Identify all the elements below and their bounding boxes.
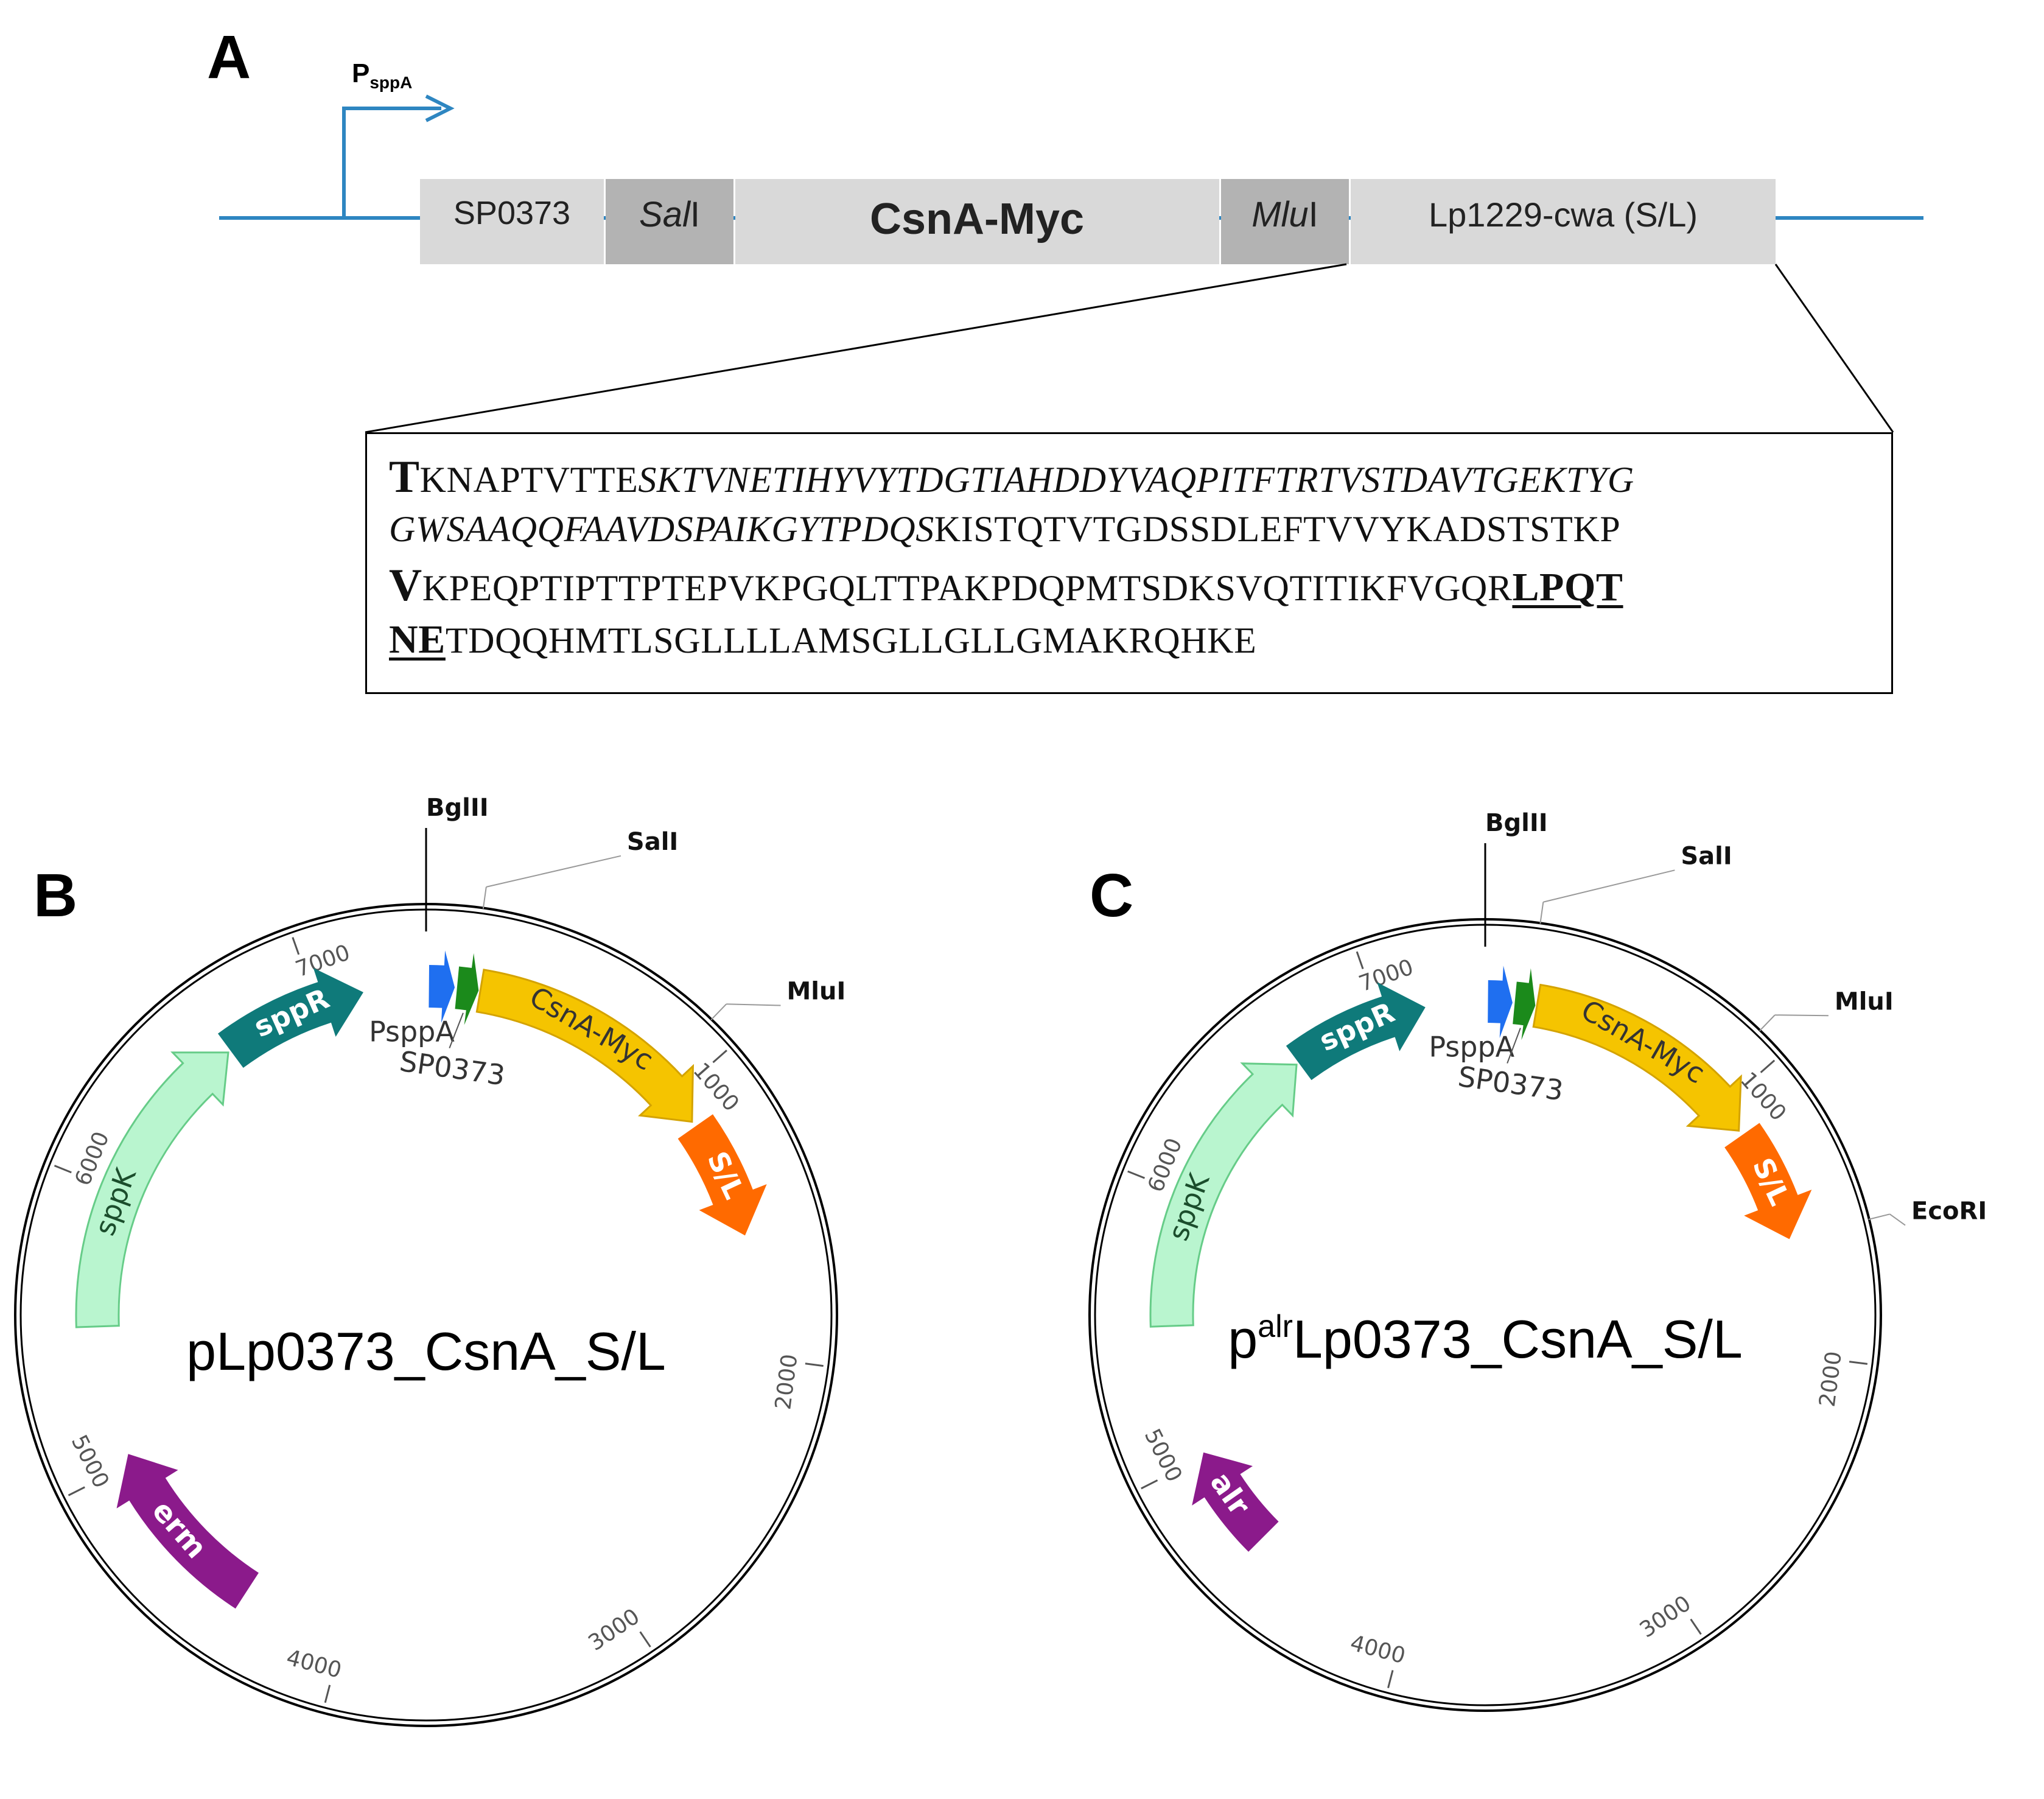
mlui-site-label: MluI [1835,987,1894,1015]
segment-sali-label: SalI [639,195,700,234]
mlui-site-label-tick [710,1003,727,1020]
ecori-site-label-leader [1889,1213,1906,1226]
sali-site-label-leader [1543,869,1675,903]
csnamyc-arrow [1532,983,1742,1132]
mlui-site-label: MluI [786,978,845,1006]
tick-mark-5000 [68,1486,85,1496]
tick-mark-1000 [712,1050,727,1064]
sp0373-arrow [455,953,479,1025]
segment-sp0373-label: SP0373 [453,195,570,231]
sali-site-label-tick [1539,902,1544,924]
tick-mark-7000 [292,937,300,955]
seq-l4-plain: TDQQHMTLSGLLLLAMSGLLGLLGMAKRQHKE [445,620,1257,661]
sp0373-leader-line [449,1012,464,1049]
sali-site-label-leader [486,855,621,888]
tick-mark-6000 [54,1165,72,1174]
sequence-line-3: VKPEQPTIPTTPTEPVKPGQLTTPAKPDQPMTSDKSVQTI… [389,559,1623,612]
alr-arrow [1192,1452,1279,1552]
panel-b-letter: B [33,861,77,930]
plasmid-c-name: palrLp0373_CsnA_S/L [1228,1309,1743,1369]
erm-arrow [116,1454,259,1609]
sequence-line-1: TKNAPTVTTESKTVNETIHYVYTDGTIAHDDYVAQPITFT… [389,451,1634,503]
bglii-site-label: BglII [1485,809,1548,837]
tick-mark-6000 [1127,1170,1146,1179]
sppk-arrow [75,1051,229,1328]
tick-mark-3000 [1690,1618,1702,1635]
psppa-arrow [1488,966,1513,1039]
tick-label-3000: 3000 [1636,1591,1696,1643]
segment-lp1229-label: Lp1229-cwa (S/L) [1429,195,1698,234]
sp0373-label: SP0373 [1456,1060,1566,1107]
seq-lpxtg-motif-part2: NE [389,617,446,662]
seq-l3-bold: V [389,560,422,611]
sali-site-label: SalI [627,828,678,856]
sppr-arrow [1286,982,1426,1081]
seq-l1-bold: T [389,452,420,502]
panel-a-letter: A [207,23,251,91]
tick-mark-7000 [1356,951,1364,969]
sppk-arrow [1149,1062,1298,1328]
sali-site-label-tick [482,886,487,909]
segment-sp0373 [420,179,604,264]
tick-label-2000: 2000 [1815,1350,1847,1408]
sequence-line-4: NETDQQHMTLSGLLLLAMSGLLGLLGMAKRQHKE [389,617,1256,663]
tick-label-5000: 5000 [66,1431,114,1492]
sppr-arrow [217,967,363,1068]
sl-arrow [1724,1123,1812,1240]
tick-mark-4000 [324,1685,331,1703]
sali-site-label: SalI [1681,842,1732,870]
segment-sali [606,179,733,264]
mlui-site-label-leader [726,1003,781,1006]
psppa-label: PsppA [1429,1031,1514,1064]
seq-lpxtg-motif-part1: LPQT [1512,565,1623,609]
segment-lp1229 [1351,179,1776,264]
sp0373-arrow [1513,968,1536,1040]
psppa-label: PsppA [369,1015,455,1048]
seq-l1-italic: SKTVNETIHYVYTDGTIAHDDYVAQPITFTRTVSTDAVTG… [638,460,1634,500]
tick-label-4000: 4000 [1348,1630,1408,1669]
promoter-label: PsppA [352,58,412,92]
panel-c-letter: C [1090,861,1133,930]
seq-l3-plain: KPEQPTIPTTPTEPVKPGQLTTPAKPDQPMTSDKSVQTIT… [422,568,1513,608]
tick-label-1000: 1000 [688,1058,743,1117]
tick-mark-2000 [1849,1361,1868,1365]
sequence-line-2: GWSAAQQFAAVDSPAIKGYTPDQSKISTQTVTGDSSDLEF… [389,508,1620,550]
seq-l1-plain: KNAPTVTTE [419,460,639,500]
tick-mark-5000 [1141,1479,1158,1490]
sl-arrow [677,1114,767,1236]
segment-csnamyc [735,179,1219,264]
promoter-arrow [342,107,441,218]
segment-csnamyc-label: CsnA-Myc [870,195,1084,244]
promoter-arrowhead [425,94,455,122]
sp0373-label: SP0373 [397,1045,507,1092]
ecori-site-label-tick [1868,1213,1890,1220]
sp0373-leader-line [1507,1028,1521,1064]
tick-label-5000: 5000 [1139,1425,1187,1486]
tick-mark-4000 [1387,1670,1394,1688]
tick-label-2000: 2000 [771,1353,802,1411]
zoom-line-right [1774,264,1894,433]
ecori-site-label: EcoRI [1911,1198,1987,1226]
zoom-line-left [365,263,1347,433]
tick-mark-1000 [1760,1059,1776,1073]
sequence-box: TKNAPTVTTESKTVNETIHYVYTDGTIAHDDYVAQPITFT… [365,432,1893,694]
tick-label-1000: 1000 [1735,1067,1791,1126]
seq-l2-plain: KISTQTVTGDSSDLEFTVVYKADSTSTKP [934,509,1621,549]
segment-mlui-label: MluI [1251,195,1318,234]
bglii-site-label: BglII [426,794,489,822]
seq-l2-italic: GWSAAQQFAAVDSPAIKGYTPDQS [389,509,934,549]
tick-mark-2000 [805,1362,824,1367]
mlui-site-label-tick [1759,1014,1776,1031]
csnamyc-arrow [475,969,695,1123]
tick-label-4000: 4000 [284,1645,344,1683]
segment-mlui [1221,179,1349,264]
psppa-arrow [429,950,455,1023]
tick-mark-3000 [639,1631,651,1647]
plasmid-b-name: pLp0373_CsnA_S/L [186,1321,666,1381]
tick-label-3000: 3000 [584,1604,644,1656]
